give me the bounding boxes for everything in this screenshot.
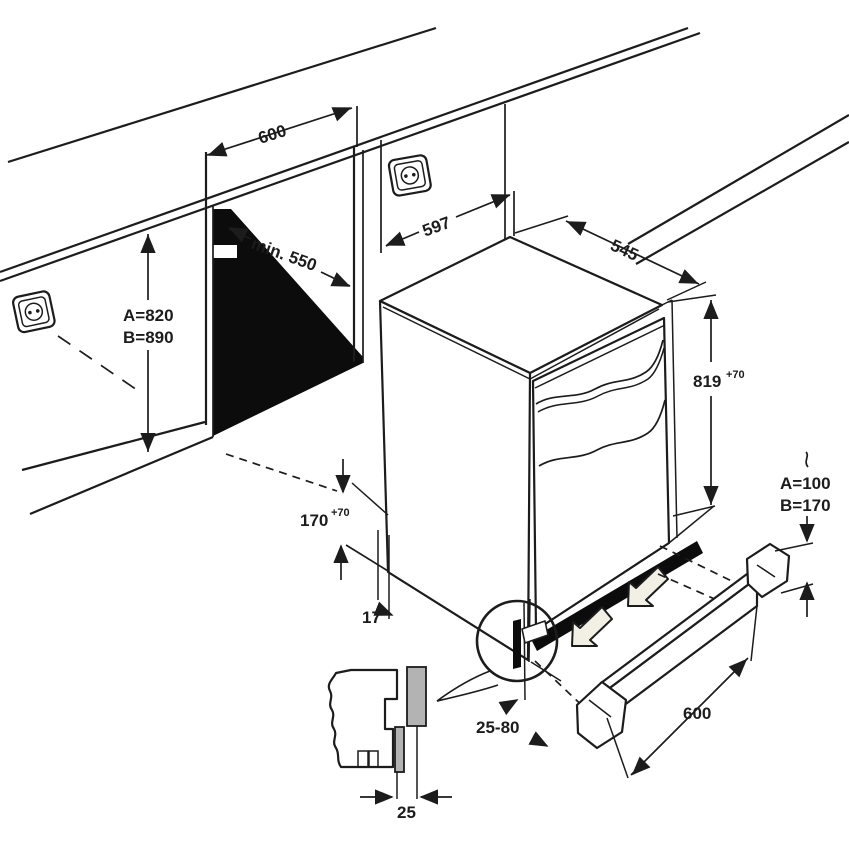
removal-arrows <box>571 566 669 647</box>
niche-height-b-label: B=890 <box>123 328 174 347</box>
wall-socket-icon <box>387 154 432 197</box>
magnifier-circle-icon <box>475 599 559 683</box>
magnifier-detail <box>436 598 562 702</box>
appliance-box <box>345 235 715 662</box>
side-gap-label: 17 <box>362 608 381 627</box>
plinth-clip-right <box>745 542 791 599</box>
appliance-height-tolerance: +70 <box>726 369 745 381</box>
panel-thickness-label: 25 <box>397 803 416 822</box>
dim-appliance-height: 819 +70 <box>667 294 745 517</box>
plinth-panel-section-lower <box>394 726 405 773</box>
wall-socket-back <box>387 154 432 197</box>
plinth-height-b-label: B=170 <box>780 496 831 515</box>
dim-plinth-board: 600 <box>606 605 758 779</box>
dim-plinth-height: A=100 B=170 <box>774 451 831 617</box>
niche-height-a-label: A=820 <box>123 306 174 325</box>
door-handle-line <box>538 399 666 467</box>
appliance-height-label: 819 <box>693 372 721 391</box>
removal-arrow-icon <box>627 566 669 607</box>
plinth-recess-label: 170 <box>300 511 328 530</box>
plinth-adjust-label: 25-80 <box>476 718 519 737</box>
plinth-board <box>575 542 791 750</box>
dim-plinth-recess: 170 +70 <box>225 453 351 580</box>
plinth-panel-section <box>406 666 427 727</box>
dim-side-gap: 17 <box>362 601 394 627</box>
appliance-width-label: 597 <box>420 213 453 241</box>
countertop-lines <box>0 26 849 516</box>
wall-socket-icon <box>12 290 56 334</box>
plinth-clip-left <box>575 680 628 750</box>
plinth-height-a-label: A=100 <box>780 474 831 493</box>
door-break-line <box>535 339 664 405</box>
wall-socket-left <box>12 290 56 334</box>
dim-niche-height: A=820 B=890 <box>123 234 174 452</box>
plinth-cross-section: 25 <box>327 666 452 822</box>
niche-width-label: 600 <box>256 121 289 148</box>
dim-appliance-width: 597 <box>380 104 515 253</box>
plinth-recess-tolerance: +70 <box>331 507 350 519</box>
dim-niche-width: 600 <box>206 107 353 157</box>
removal-arrow-icon <box>571 606 613 647</box>
plinth-board-label: 600 <box>683 704 711 723</box>
dim-plinth-adjust: 25-80 <box>476 699 549 747</box>
niche-opening <box>204 106 364 437</box>
